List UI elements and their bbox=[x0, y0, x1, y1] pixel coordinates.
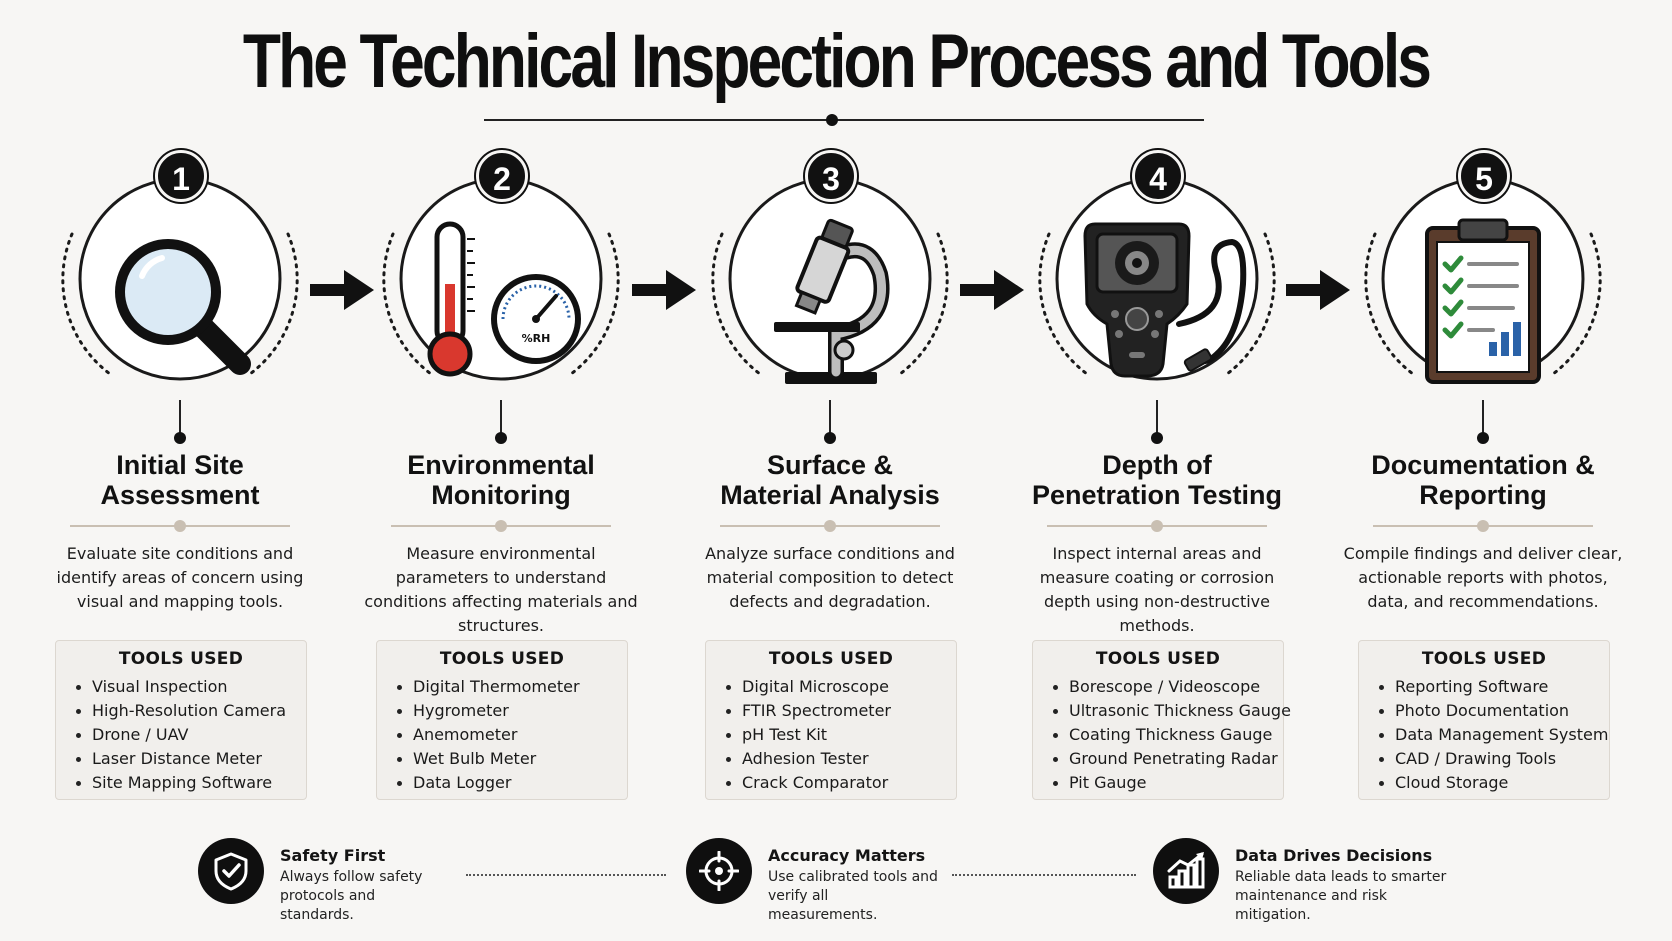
clipboard-report-icon bbox=[1393, 214, 1573, 394]
connector-stem bbox=[829, 400, 831, 436]
section-divider-dot bbox=[1151, 520, 1163, 532]
section-divider-dot bbox=[174, 520, 186, 532]
thermometer-hygrometer-icon: %RH bbox=[411, 214, 591, 394]
step-title: Documentation & Reporting bbox=[1371, 450, 1595, 510]
step-5-icon-frame: 5 bbox=[1353, 150, 1613, 450]
footer-title: Safety First bbox=[280, 846, 386, 865]
tools-list: Borescope / Videoscope Ultrasonic Thickn… bbox=[1053, 675, 1291, 795]
connector-stem bbox=[1482, 400, 1484, 436]
tools-list: Digital Thermometer Hygrometer Anemomete… bbox=[397, 675, 627, 795]
connector-dot bbox=[1151, 432, 1163, 444]
tools-used-box: TOOLS USED Digital Thermometer Hygromete… bbox=[376, 640, 628, 800]
connector-dot bbox=[824, 432, 836, 444]
tool-item: Photo Documentation bbox=[1379, 699, 1609, 723]
step-number-badge: 1 bbox=[155, 150, 207, 202]
tools-used-box: TOOLS USED Borescope / Videoscope Ultras… bbox=[1032, 640, 1291, 800]
tool-item: Visual Inspection bbox=[76, 675, 306, 699]
tools-used-box: TOOLS USED Digital Microscope FTIR Spect… bbox=[705, 640, 957, 800]
magnifying-glass-icon bbox=[90, 214, 270, 394]
footer-title: Accuracy Matters bbox=[768, 846, 926, 865]
page-title: The Technical Inspection Process and Too… bbox=[242, 19, 1432, 104]
footer-dotted-connector bbox=[952, 874, 1136, 876]
tool-item: Data Logger bbox=[397, 771, 627, 795]
connector-stem bbox=[1156, 400, 1158, 436]
connector-dot bbox=[1477, 432, 1489, 444]
arrow-right-icon bbox=[1286, 270, 1350, 310]
connector-dot bbox=[174, 432, 186, 444]
tools-list: Digital Microscope FTIR Spectrometer pH … bbox=[726, 675, 956, 795]
shield-check-icon bbox=[198, 838, 264, 904]
tool-item: Adhesion Tester bbox=[726, 747, 956, 771]
tool-item: Ground Penetrating Radar bbox=[1053, 747, 1283, 771]
section-divider-dot bbox=[495, 520, 507, 532]
step-3-icon-frame: 3 bbox=[700, 150, 960, 450]
tool-item: Reporting Software bbox=[1379, 675, 1609, 699]
footer-title: Data Drives Decisions bbox=[1235, 846, 1433, 865]
footer-text: Reliable data leads to smarter maintenan… bbox=[1235, 869, 1447, 923]
title-underline bbox=[484, 119, 1204, 121]
gauge-label: %RH bbox=[522, 332, 551, 345]
growth-chart-icon bbox=[1153, 838, 1219, 904]
footer-dotted-connector bbox=[466, 874, 666, 876]
tools-list: Visual Inspection High-Resolution Camera… bbox=[76, 675, 306, 795]
crosshair-target-icon bbox=[686, 838, 752, 904]
tools-heading: TOOLS USED bbox=[118, 649, 244, 669]
tools-heading: TOOLS USED bbox=[1421, 649, 1547, 669]
tool-item: Cloud Storage bbox=[1379, 771, 1609, 795]
tool-item: Digital Thermometer bbox=[397, 675, 627, 699]
tool-item: FTIR Spectrometer bbox=[726, 699, 956, 723]
arrow-right-icon bbox=[960, 270, 1024, 310]
connector-stem bbox=[500, 400, 502, 436]
step-description: Compile findings and deliver clear, acti… bbox=[1343, 544, 1623, 611]
microscope-icon bbox=[740, 214, 920, 394]
tools-heading: TOOLS USED bbox=[1095, 649, 1221, 669]
arrow-right-icon bbox=[632, 270, 696, 310]
tools-list: Reporting Software Photo Documentation D… bbox=[1379, 675, 1609, 795]
tool-item: Site Mapping Software bbox=[76, 771, 306, 795]
tool-item: Digital Microscope bbox=[726, 675, 956, 699]
step-description: Inspect internal areas and measure coati… bbox=[1039, 544, 1275, 635]
step-description: Measure environmental parameters to unde… bbox=[364, 544, 638, 635]
tools-used-box: TOOLS USED Visual Inspection High-Resolu… bbox=[55, 640, 307, 800]
tool-item: High-Resolution Camera bbox=[76, 699, 306, 723]
step-title: Initial Site Assessment bbox=[100, 450, 260, 510]
tool-item: Crack Comparator bbox=[726, 771, 956, 795]
tools-used-box: TOOLS USED Reporting Software Photo Docu… bbox=[1358, 640, 1610, 800]
step-1-icon-frame: 1 bbox=[50, 150, 310, 450]
tools-heading: TOOLS USED bbox=[768, 649, 894, 669]
step-number-badge: 5 bbox=[1458, 150, 1510, 202]
step-number-badge: 3 bbox=[805, 150, 857, 202]
connector-dot bbox=[495, 432, 507, 444]
step-2-icon-frame: 2 %RH bbox=[371, 150, 631, 450]
section-divider-dot bbox=[1477, 520, 1489, 532]
step-4-icon-frame: 4 bbox=[1027, 150, 1287, 450]
tool-item: Coating Thickness Gauge bbox=[1053, 723, 1283, 747]
section-divider-dot bbox=[824, 520, 836, 532]
step-title: Surface & Material Analysis bbox=[720, 450, 940, 510]
tool-item: Anemometer bbox=[397, 723, 627, 747]
arrow-right-icon bbox=[310, 270, 374, 310]
tool-item: Hygrometer bbox=[397, 699, 627, 723]
tools-heading: TOOLS USED bbox=[439, 649, 565, 669]
tool-item: Pit Gauge bbox=[1053, 771, 1283, 795]
step-description: Analyze surface conditions and material … bbox=[705, 544, 955, 611]
step-title: Environmental Monitoring bbox=[407, 450, 595, 510]
step-description: Evaluate site conditions and identify ar… bbox=[56, 544, 304, 611]
tool-item: Borescope / Videoscope bbox=[1053, 675, 1283, 699]
footer-text: Always follow safety protocols and stand… bbox=[280, 869, 423, 923]
footer-text: Use calibrated tools and verify all meas… bbox=[768, 869, 938, 923]
tool-item: pH Test Kit bbox=[726, 723, 956, 747]
step-number-badge: 4 bbox=[1132, 150, 1184, 202]
tool-item: Drone / UAV bbox=[76, 723, 306, 747]
tool-item: Data Management System bbox=[1379, 723, 1609, 747]
title-underline-dot bbox=[826, 114, 838, 126]
tool-item: Laser Distance Meter bbox=[76, 747, 306, 771]
step-title: Depth of Penetration Testing bbox=[1031, 450, 1283, 510]
tool-item: CAD / Drawing Tools bbox=[1379, 747, 1609, 771]
connector-stem bbox=[179, 400, 181, 436]
tool-item: Ultrasonic Thickness Gauge bbox=[1053, 699, 1291, 723]
tool-item: Wet Bulb Meter bbox=[397, 747, 627, 771]
step-number-badge: 2 bbox=[476, 150, 528, 202]
borescope-icon bbox=[1067, 214, 1247, 394]
